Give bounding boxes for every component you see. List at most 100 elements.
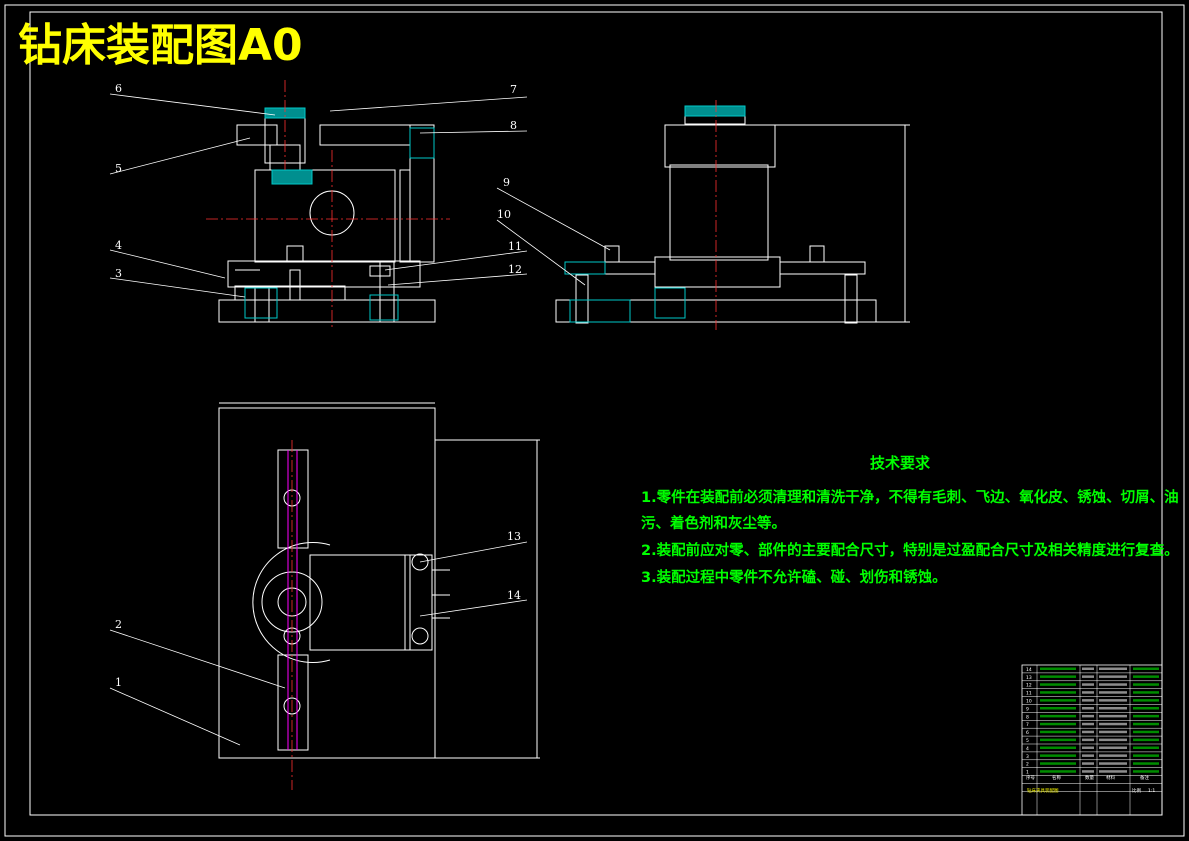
- callout-5: 5: [115, 162, 122, 175]
- tb-cell-mark: [1133, 762, 1159, 765]
- tb-cell-mark: [1040, 770, 1076, 773]
- tb-cell-mark: [1082, 675, 1094, 678]
- tb-cell-mark: [1099, 683, 1127, 686]
- tb-cell-mark: [1082, 714, 1094, 718]
- tb-cell-mark: [1099, 746, 1127, 749]
- tb-cell-mark: [1133, 675, 1159, 678]
- tb-row-number: 7: [1026, 722, 1029, 728]
- callout-9: 9: [503, 176, 510, 189]
- tb-cell-mark: [1099, 754, 1127, 757]
- requirements-heading: 技术要求: [870, 454, 931, 472]
- tb-cell-mark: [1082, 762, 1094, 765]
- inner-border: [29, 11, 1163, 816]
- top-centerlines: [287, 450, 298, 750]
- tb-cell-mark: [1099, 707, 1127, 710]
- technical-requirements: 技术要求 1.零件在装配前必须清理和清洗干净，不得有毛刺、飞边、氧化皮、锈蚀、切…: [641, 454, 1179, 586]
- tb-cell-mark: [1133, 699, 1159, 702]
- front-hatches: [244, 107, 435, 321]
- top-view: [218, 402, 540, 759]
- callout-labels: 1 2 3 4 5 6 7 8 9 10 11 12 13 14: [115, 82, 522, 689]
- callout-2: 2: [115, 618, 122, 631]
- tb-row-number: 8: [1026, 714, 1029, 720]
- tb-cell-mark: [1133, 683, 1159, 686]
- tb-cell-mark: [1099, 691, 1127, 694]
- tb-cell-mark: [1040, 699, 1076, 702]
- requirement-line-3: 2.装配前应对零、部件的主要配合尺寸，特别是过盈配合尺寸及相关精度进行复查。: [641, 541, 1179, 559]
- tb-cell-mark: [1099, 667, 1127, 670]
- tb-cell-mark: [1133, 738, 1159, 742]
- tb-header-qty: 数量: [1085, 774, 1094, 781]
- tb-drawing-name: 钻床夹具装配图: [1027, 787, 1059, 794]
- requirement-line-1: 1.零件在装配前必须清理和清洗干净，不得有毛刺、飞边、氧化皮、锈蚀、切屑、油: [641, 488, 1179, 506]
- tb-cell-mark: [1082, 722, 1094, 726]
- callout-6: 6: [115, 82, 122, 95]
- tb-row-number: 9: [1026, 706, 1029, 712]
- tb-cell-mark: [1040, 762, 1076, 765]
- tb-cell-mark: [1040, 675, 1076, 678]
- tb-header-material: 材料: [1106, 774, 1115, 781]
- tb-cell-mark: [1040, 730, 1076, 734]
- outer-border: [4, 4, 1185, 837]
- tb-cell-mark: [1133, 746, 1159, 749]
- tb-cell-mark: [1082, 667, 1094, 670]
- tb-cell-mark: [1082, 730, 1094, 734]
- callout-13: 13: [507, 530, 521, 543]
- tb-header-remark: 备注: [1140, 774, 1149, 781]
- tb-cell-mark: [1082, 738, 1094, 742]
- tb-cell-mark: [1040, 754, 1076, 757]
- callout-1: 1: [115, 676, 122, 689]
- requirement-line-2: 污、着色剂和灰尘等。: [641, 514, 786, 532]
- callout-4: 4: [115, 239, 122, 252]
- tb-row-number: 1: [1026, 770, 1029, 776]
- tb-cell-mark: [1040, 714, 1076, 718]
- tb-row-number: 2: [1026, 762, 1029, 768]
- tb-cell-mark: [1133, 707, 1159, 710]
- tb-scale-label: 比例: [1132, 787, 1141, 794]
- tb-cell-mark: [1133, 691, 1159, 694]
- tb-cell-mark: [1040, 707, 1076, 710]
- tb-row-number: 3: [1026, 754, 1029, 760]
- tb-cell-mark: [1040, 683, 1076, 686]
- tb-cell-mark: [1133, 722, 1159, 726]
- front-centerlines: [206, 80, 450, 330]
- tb-row-number: 5: [1026, 738, 1029, 744]
- callout-3: 3: [115, 267, 122, 280]
- tb-cell-mark: [1082, 699, 1094, 702]
- callout-14: 14: [507, 589, 521, 602]
- tb-row-number: 12: [1026, 683, 1032, 689]
- tb-scale: 1:1: [1148, 788, 1155, 794]
- tb-cell-mark: [1133, 770, 1159, 773]
- tb-cell-mark: [1099, 730, 1127, 734]
- callout-12: 12: [508, 263, 522, 276]
- tb-cell-mark: [1099, 722, 1127, 726]
- tb-cell-mark: [1133, 667, 1159, 670]
- tb-cell-mark: [1040, 746, 1076, 749]
- tb-cell-mark: [1133, 730, 1159, 734]
- leader-lines: [109, 93, 611, 746]
- tb-cell-mark: [1099, 738, 1127, 742]
- callout-7: 7: [510, 83, 517, 96]
- drawing-title: 钻床装配图A0: [18, 20, 303, 71]
- tb-row-number: 11: [1026, 691, 1032, 697]
- tb-row-number: 10: [1026, 699, 1032, 705]
- tb-row-number: 4: [1026, 746, 1029, 752]
- tb-cell-mark: [1082, 746, 1094, 749]
- tb-cell-mark: [1040, 691, 1076, 694]
- tb-cell-mark: [1133, 754, 1159, 757]
- tb-row-number: 14: [1026, 667, 1032, 673]
- tb-cell-mark: [1099, 770, 1127, 773]
- callout-8: 8: [510, 119, 517, 132]
- tb-header-name: 名称: [1052, 774, 1061, 781]
- tb-cell-mark: [1082, 683, 1094, 686]
- tb-cell-mark: [1082, 770, 1094, 773]
- tb-cell-mark: [1099, 762, 1127, 765]
- tb-row-number: 13: [1026, 675, 1032, 681]
- tb-cell-mark: [1099, 714, 1127, 718]
- side-view: [555, 105, 910, 324]
- callout-10: 10: [497, 208, 511, 221]
- tb-cell-mark: [1099, 675, 1127, 678]
- tb-cell-mark: [1040, 722, 1076, 726]
- tb-row-number: 6: [1026, 730, 1029, 736]
